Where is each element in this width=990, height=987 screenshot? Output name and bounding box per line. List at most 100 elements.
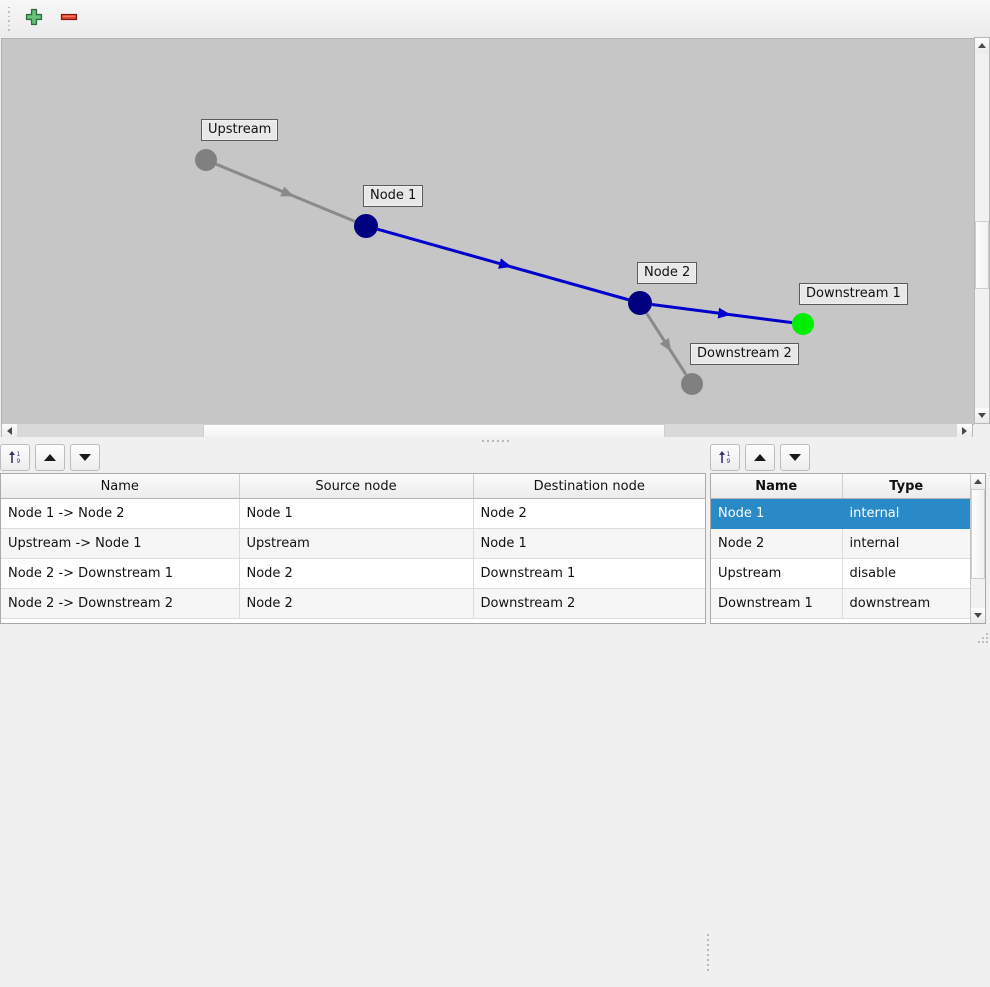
graph-node-downstream1[interactable] [792, 313, 814, 335]
node-cell-type: downstream [842, 588, 970, 619]
scrollbar-track[interactable] [975, 53, 989, 408]
table-filler-cell [473, 618, 705, 623]
horizontal-splitter[interactable] [0, 437, 990, 445]
scroll-up-button[interactable] [975, 38, 989, 53]
edge-cell-source-node: Node 1 [239, 498, 474, 529]
scrollbar-thumb[interactable] [203, 424, 665, 438]
nodes-table-scrollbar[interactable] [970, 474, 985, 623]
triangle-down-icon [789, 453, 801, 461]
node-cell-name: Upstream [711, 558, 843, 589]
node-cell-name: Downstream 1 [711, 588, 843, 619]
graph-node-node1[interactable] [354, 214, 378, 238]
node-cell-type: internal [842, 498, 970, 529]
node-label-downstream2[interactable]: Downstream 2 [690, 343, 799, 365]
edges-table-container[interactable]: Name Source node Destination node Node 1… [0, 473, 706, 624]
edge-cell-destination-node: Node 1 [473, 528, 705, 559]
toolbar-drag-handle[interactable] [3, 6, 15, 31]
nodes-table-header-row: Name Type [711, 474, 970, 499]
plus-icon [24, 7, 44, 31]
chevron-up-icon [978, 43, 986, 48]
table-filler-cell [842, 618, 970, 623]
edge-cell-destination-node: Node 2 [473, 498, 705, 529]
table-filler-row [1, 618, 705, 623]
scroll-up-button[interactable] [971, 474, 985, 489]
edge-cell-source-node: Upstream [239, 528, 474, 559]
edges-move-up-button[interactable] [35, 443, 65, 471]
node-cell-name: Node 2 [711, 528, 843, 559]
svg-text:9: 9 [17, 458, 21, 465]
edges-move-down-button[interactable] [70, 443, 100, 471]
scroll-down-button[interactable] [975, 408, 989, 423]
edge-cell-name: Node 2 -> Downstream 2 [1, 588, 240, 619]
edges-column-name[interactable]: Name [1, 474, 240, 499]
nodes-panel: 1 9 Name [710, 442, 986, 624]
svg-text:9: 9 [727, 458, 731, 465]
chevron-down-icon [978, 413, 986, 418]
chevron-right-icon [962, 427, 967, 435]
canvas-vertical-scrollbar[interactable] [974, 37, 990, 424]
triangle-up-icon [44, 453, 56, 461]
edge-cell-destination-node: Downstream 1 [473, 558, 705, 589]
graph-edges [195, 149, 814, 395]
node-label-node1[interactable]: Node 1 [363, 185, 424, 207]
remove-button[interactable] [53, 4, 85, 34]
scrollbar-track[interactable] [17, 424, 957, 438]
minus-icon [59, 7, 79, 31]
edge-cell-name: Node 2 -> Downstream 1 [1, 558, 240, 589]
edge-cell-destination-node: Downstream 2 [473, 588, 705, 619]
graph-node-node2[interactable] [628, 291, 652, 315]
edges-table: Name Source node Destination node Node 1… [1, 474, 705, 623]
edges-column-source[interactable]: Source node [239, 474, 474, 499]
nodes-column-name[interactable]: Name [711, 474, 843, 499]
chevron-down-icon [974, 613, 982, 618]
graph-node-downstream2[interactable] [681, 373, 703, 395]
edges-sort-button[interactable]: 1 9 [0, 443, 30, 471]
arrowhead-icon [498, 258, 512, 269]
arrowhead-icon [280, 186, 294, 197]
scroll-down-button[interactable] [971, 608, 985, 623]
edges-table-header-row: Name Source node Destination node [1, 474, 705, 499]
scroll-right-button[interactable] [957, 424, 972, 438]
arrowhead-icon [659, 337, 672, 352]
table-filler-row [711, 618, 970, 623]
scroll-left-button[interactable] [2, 424, 17, 438]
splitter-grip [481, 440, 509, 442]
edge-cell-source-node: Node 2 [239, 558, 474, 589]
window-resize-grip[interactable] [974, 629, 988, 643]
nodes-sort-button[interactable]: 1 9 [710, 443, 740, 471]
panes-vertical-splitter[interactable] [706, 917, 710, 987]
nodes-toolbar: 1 9 [710, 442, 986, 471]
node-label-downstream1[interactable]: Downstream 1 [799, 283, 908, 305]
svg-text:1: 1 [17, 451, 21, 458]
graph-node-upstream[interactable] [195, 149, 217, 171]
table-filler-cell [711, 618, 842, 623]
edges-column-destination[interactable]: Destination node [473, 474, 705, 499]
node-label-upstream[interactable]: Upstream [201, 119, 279, 141]
node-label-node2[interactable]: Node 2 [637, 262, 698, 284]
node-cell-type: disable [842, 558, 970, 589]
sort-icon: 1 9 [719, 451, 731, 465]
add-button[interactable] [18, 4, 50, 34]
nodes-move-down-button[interactable] [780, 443, 810, 471]
edge-cell-name: Upstream -> Node 1 [1, 528, 240, 559]
node-cell-name: Node 1 [711, 498, 843, 529]
triangle-up-icon [754, 453, 766, 461]
node-cell-type: internal [842, 528, 970, 559]
nodes-move-up-button[interactable] [745, 443, 775, 471]
triangle-down-icon [79, 453, 91, 461]
scrollbar-thumb[interactable] [975, 221, 989, 289]
scrollbar-thumb[interactable] [971, 489, 985, 579]
nodes-column-type[interactable]: Type [842, 474, 970, 499]
